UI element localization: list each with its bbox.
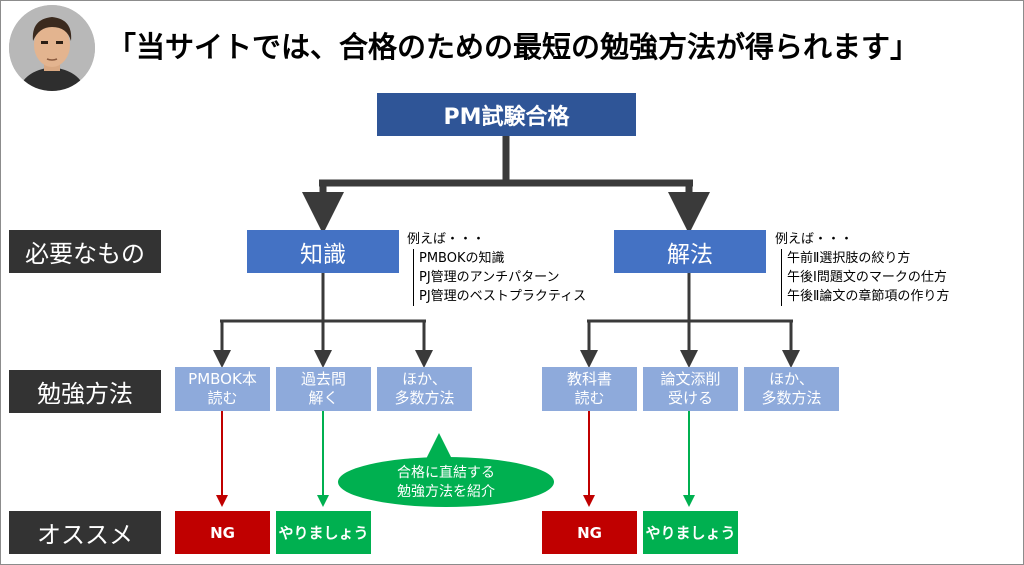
- root-goal-box: PM試験合格: [377, 93, 636, 136]
- right-method-connector: [580, 273, 800, 368]
- method-box-essay-review: 論文添削 受ける: [643, 367, 738, 411]
- example-note-item: PJ管理のベストプラクティス: [419, 289, 587, 304]
- example-note-knowledge: 例えば・・・ PMBOKの知識 PJ管理のアンチパターン PJ管理のベストプラク…: [407, 230, 586, 306]
- verdict-ok-left: やりましょう: [276, 511, 371, 554]
- category-box-knowledge: 知識: [247, 230, 399, 273]
- left-method-connector: [213, 273, 433, 368]
- callout-shape: [338, 433, 554, 507]
- example-note-solution: 例えば・・・ 午前Ⅱ選択肢の絞り方 午後Ⅰ問題文のマークの仕方 午後Ⅱ論文の章節…: [775, 230, 949, 306]
- example-note-item: 午後Ⅱ論文の章節項の作り方: [787, 289, 950, 304]
- method-box-others-right: ほか、 多数方法: [744, 367, 839, 411]
- man-avatar-icon: [9, 5, 95, 91]
- row-label-recommend: オススメ: [9, 511, 161, 554]
- example-note-item: PMBOKの知識: [419, 251, 505, 266]
- example-note-title: 例えば・・・: [775, 232, 854, 247]
- method-box-others-left: ほか、 多数方法: [377, 367, 472, 411]
- verdict-ng-left: NG: [175, 511, 270, 554]
- avatar: [9, 5, 95, 91]
- example-note-item: 午後Ⅰ問題文のマークの仕方: [787, 270, 947, 285]
- example-note-list: 午前Ⅱ選択肢の絞り方 午後Ⅰ問題文のマークの仕方 午後Ⅱ論文の章節項の作り方: [781, 249, 949, 306]
- page-title: 「当サイトでは、合格のための最短の勉強方法が得られます」: [107, 30, 920, 64]
- example-note-item: 午前Ⅱ選択肢の絞り方: [787, 251, 911, 266]
- verdict-ng-right: NG: [542, 511, 637, 554]
- method-box-pmbok-read: PMBOK本 読む: [175, 367, 270, 411]
- example-note-title: 例えば・・・: [407, 232, 486, 247]
- example-note-item: PJ管理のアンチパターン: [419, 270, 560, 285]
- method-box-past-exams: 過去問 解く: [276, 367, 371, 411]
- category-box-solution: 解法: [614, 230, 766, 273]
- verdict-ok-right: やりましょう: [643, 511, 738, 554]
- method-box-textbook-read: 教科書 読む: [542, 367, 637, 411]
- row-label-methods: 勉強方法: [9, 370, 161, 413]
- callout-text: 合格に直結する 勉強方法を紹介: [397, 465, 495, 500]
- root-branch-connector: [302, 136, 710, 234]
- row-label-needs: 必要なもの: [9, 230, 161, 273]
- example-note-list: PMBOKの知識 PJ管理のアンチパターン PJ管理のベストプラクティス: [413, 249, 586, 306]
